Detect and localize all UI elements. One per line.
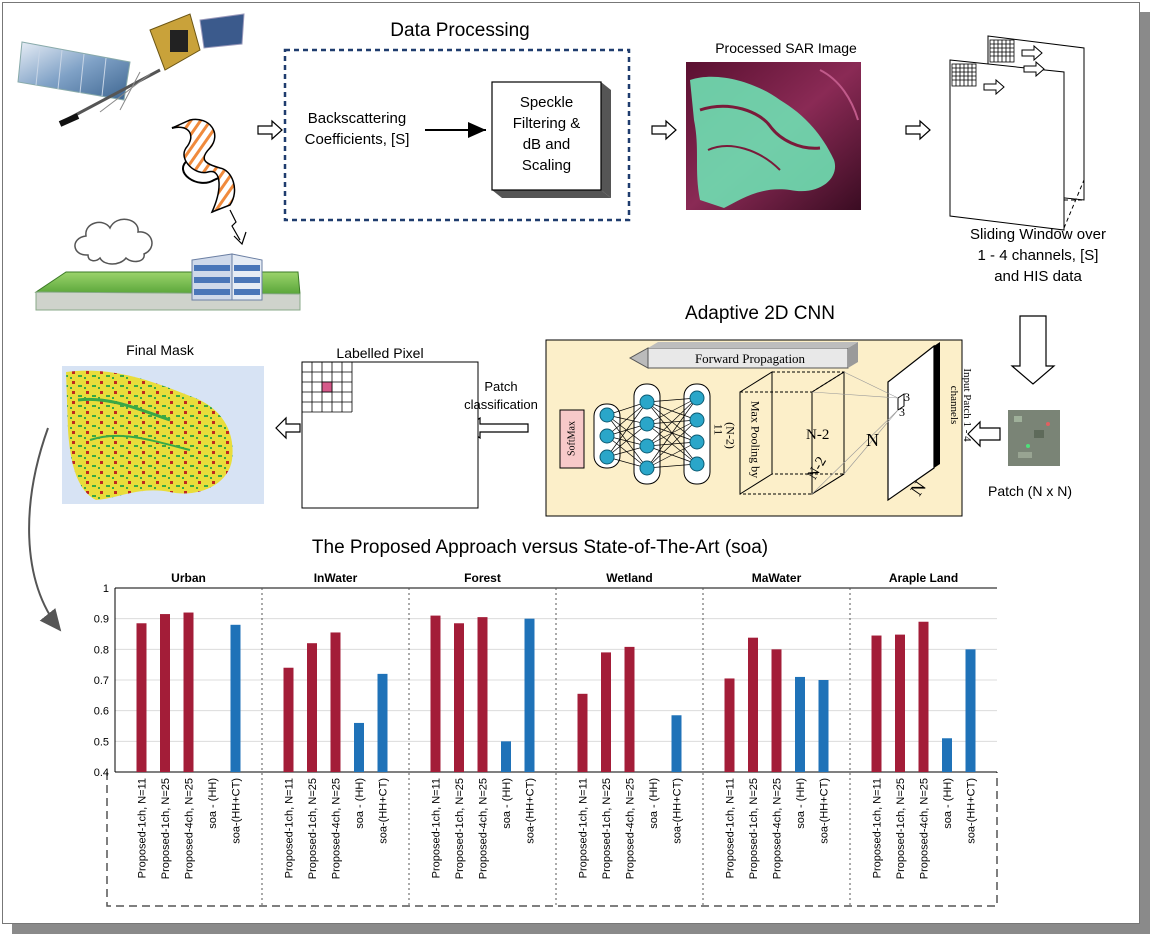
processed-sar-title: Processed SAR Image [715, 40, 857, 56]
sliding-window-label: Sliding Window over 1 - 4 channels, [S] … [946, 224, 1130, 287]
satellite-icon [17, 13, 245, 127]
input-patch-line-2: channels [948, 385, 960, 425]
kernel-label-b: 3 [899, 405, 905, 419]
forward-propagation-label: Forward Propagation [694, 351, 806, 366]
backscattering-line-2: Coefficients, [S] [304, 131, 410, 148]
chart-dashed-frame [106, 772, 998, 907]
backscattering-label: Backscattering Coefficients, [S] [290, 108, 424, 150]
backscattering-line-1: Backscattering [307, 110, 407, 127]
building-icon [191, 253, 263, 301]
kernel-label-a: 3 [904, 390, 910, 404]
eleven-label: 11 [711, 423, 726, 436]
channel-sheets [949, 35, 1085, 231]
labelled-pixel-grid [301, 361, 479, 509]
chart-title: The Proposed Approach versus State-of-Th… [311, 537, 769, 558]
speckle-label: Speckle Filtering & dB and Scaling [492, 92, 601, 176]
patch-classification-label: Patch classification [456, 378, 546, 414]
speckle-line-2: Filtering & [512, 115, 581, 132]
radar-wave-icon [171, 118, 247, 246]
mask-to-chart-arrow [28, 427, 62, 632]
input-patch-line-1: Input Patch 1 - 4 [961, 368, 973, 442]
data-processing-box [283, 48, 631, 222]
final-mask-image [62, 366, 264, 504]
sliding-line-3: and HIS data [994, 268, 1082, 285]
patch-image [1008, 410, 1060, 466]
speckle-box [491, 81, 611, 198]
softmax-label: SoftMax [566, 421, 578, 456]
sliding-line-2: 1 - 4 channels, [S] [977, 247, 1099, 264]
flow-arrows [257, 119, 1056, 448]
speckle-line-1: Speckle [519, 94, 574, 111]
speckle-line-4: Scaling [521, 157, 572, 174]
feature-map-height-label: N-2 [806, 427, 830, 443]
labelled-pixel-title: Labelled Pixel [336, 345, 424, 361]
input-patch-label: Input Patch 1 - 4 channels [947, 345, 973, 465]
patch-class-line-2: classification [464, 397, 538, 412]
patch-label: Patch (N x N) [987, 483, 1072, 499]
speckle-line-3: dB and [522, 136, 571, 153]
patch-class-line-1: Patch [484, 379, 518, 394]
max-pooling-label: Max Pooling by [748, 400, 763, 479]
data-processing-title: Data Processing [390, 20, 530, 41]
input-height-label: N [866, 430, 879, 450]
sar-image [686, 62, 861, 210]
cloud-icon [74, 218, 153, 265]
pooling-size-label: (N-2) [723, 422, 738, 449]
sliding-line-1: Sliding Window over [970, 226, 1106, 243]
cnn-box [545, 339, 963, 517]
adaptive-cnn-title: Adaptive 2D CNN [685, 303, 835, 324]
final-mask-title: Final Mask [126, 342, 194, 358]
